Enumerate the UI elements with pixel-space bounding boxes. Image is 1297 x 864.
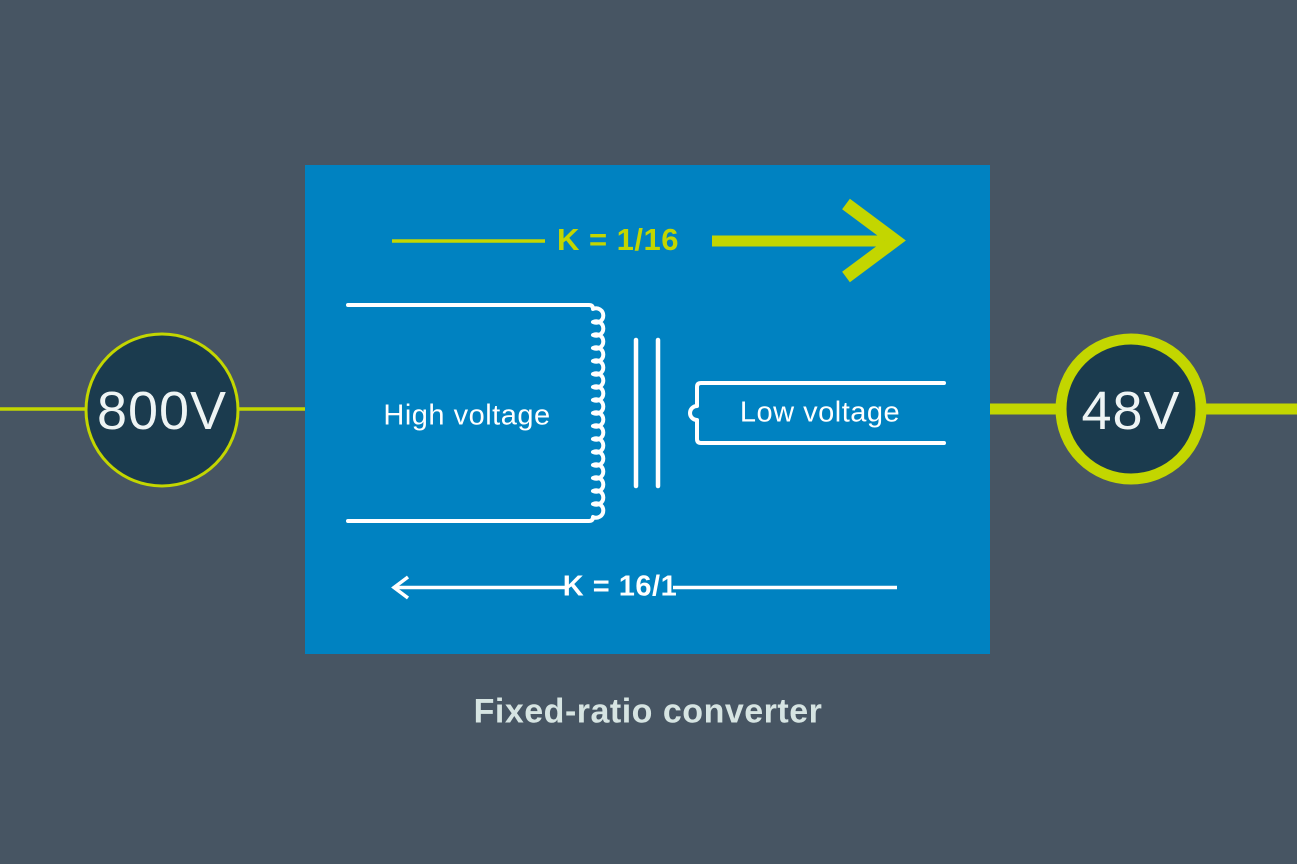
output-node-circle	[1055, 333, 1207, 485]
output-voltage-label: 48V	[1081, 381, 1181, 441]
diagram-caption: Fixed-ratio converter	[473, 692, 823, 731]
right-arrow-icon	[842, 198, 906, 283]
input-voltage-label: 800V	[96, 381, 228, 441]
reverse-ratio-label: K = 16/1	[562, 570, 678, 603]
primary-winding	[346, 303, 606, 523]
left-arrow-icon	[391, 575, 410, 600]
input-node-circle	[84, 332, 240, 488]
secondary-winding	[688, 381, 946, 445]
high-voltage-label: High voltage	[383, 399, 551, 432]
low-voltage-label: Low voltage	[739, 396, 901, 429]
forward-ratio-label: K = 1/16	[556, 222, 680, 257]
